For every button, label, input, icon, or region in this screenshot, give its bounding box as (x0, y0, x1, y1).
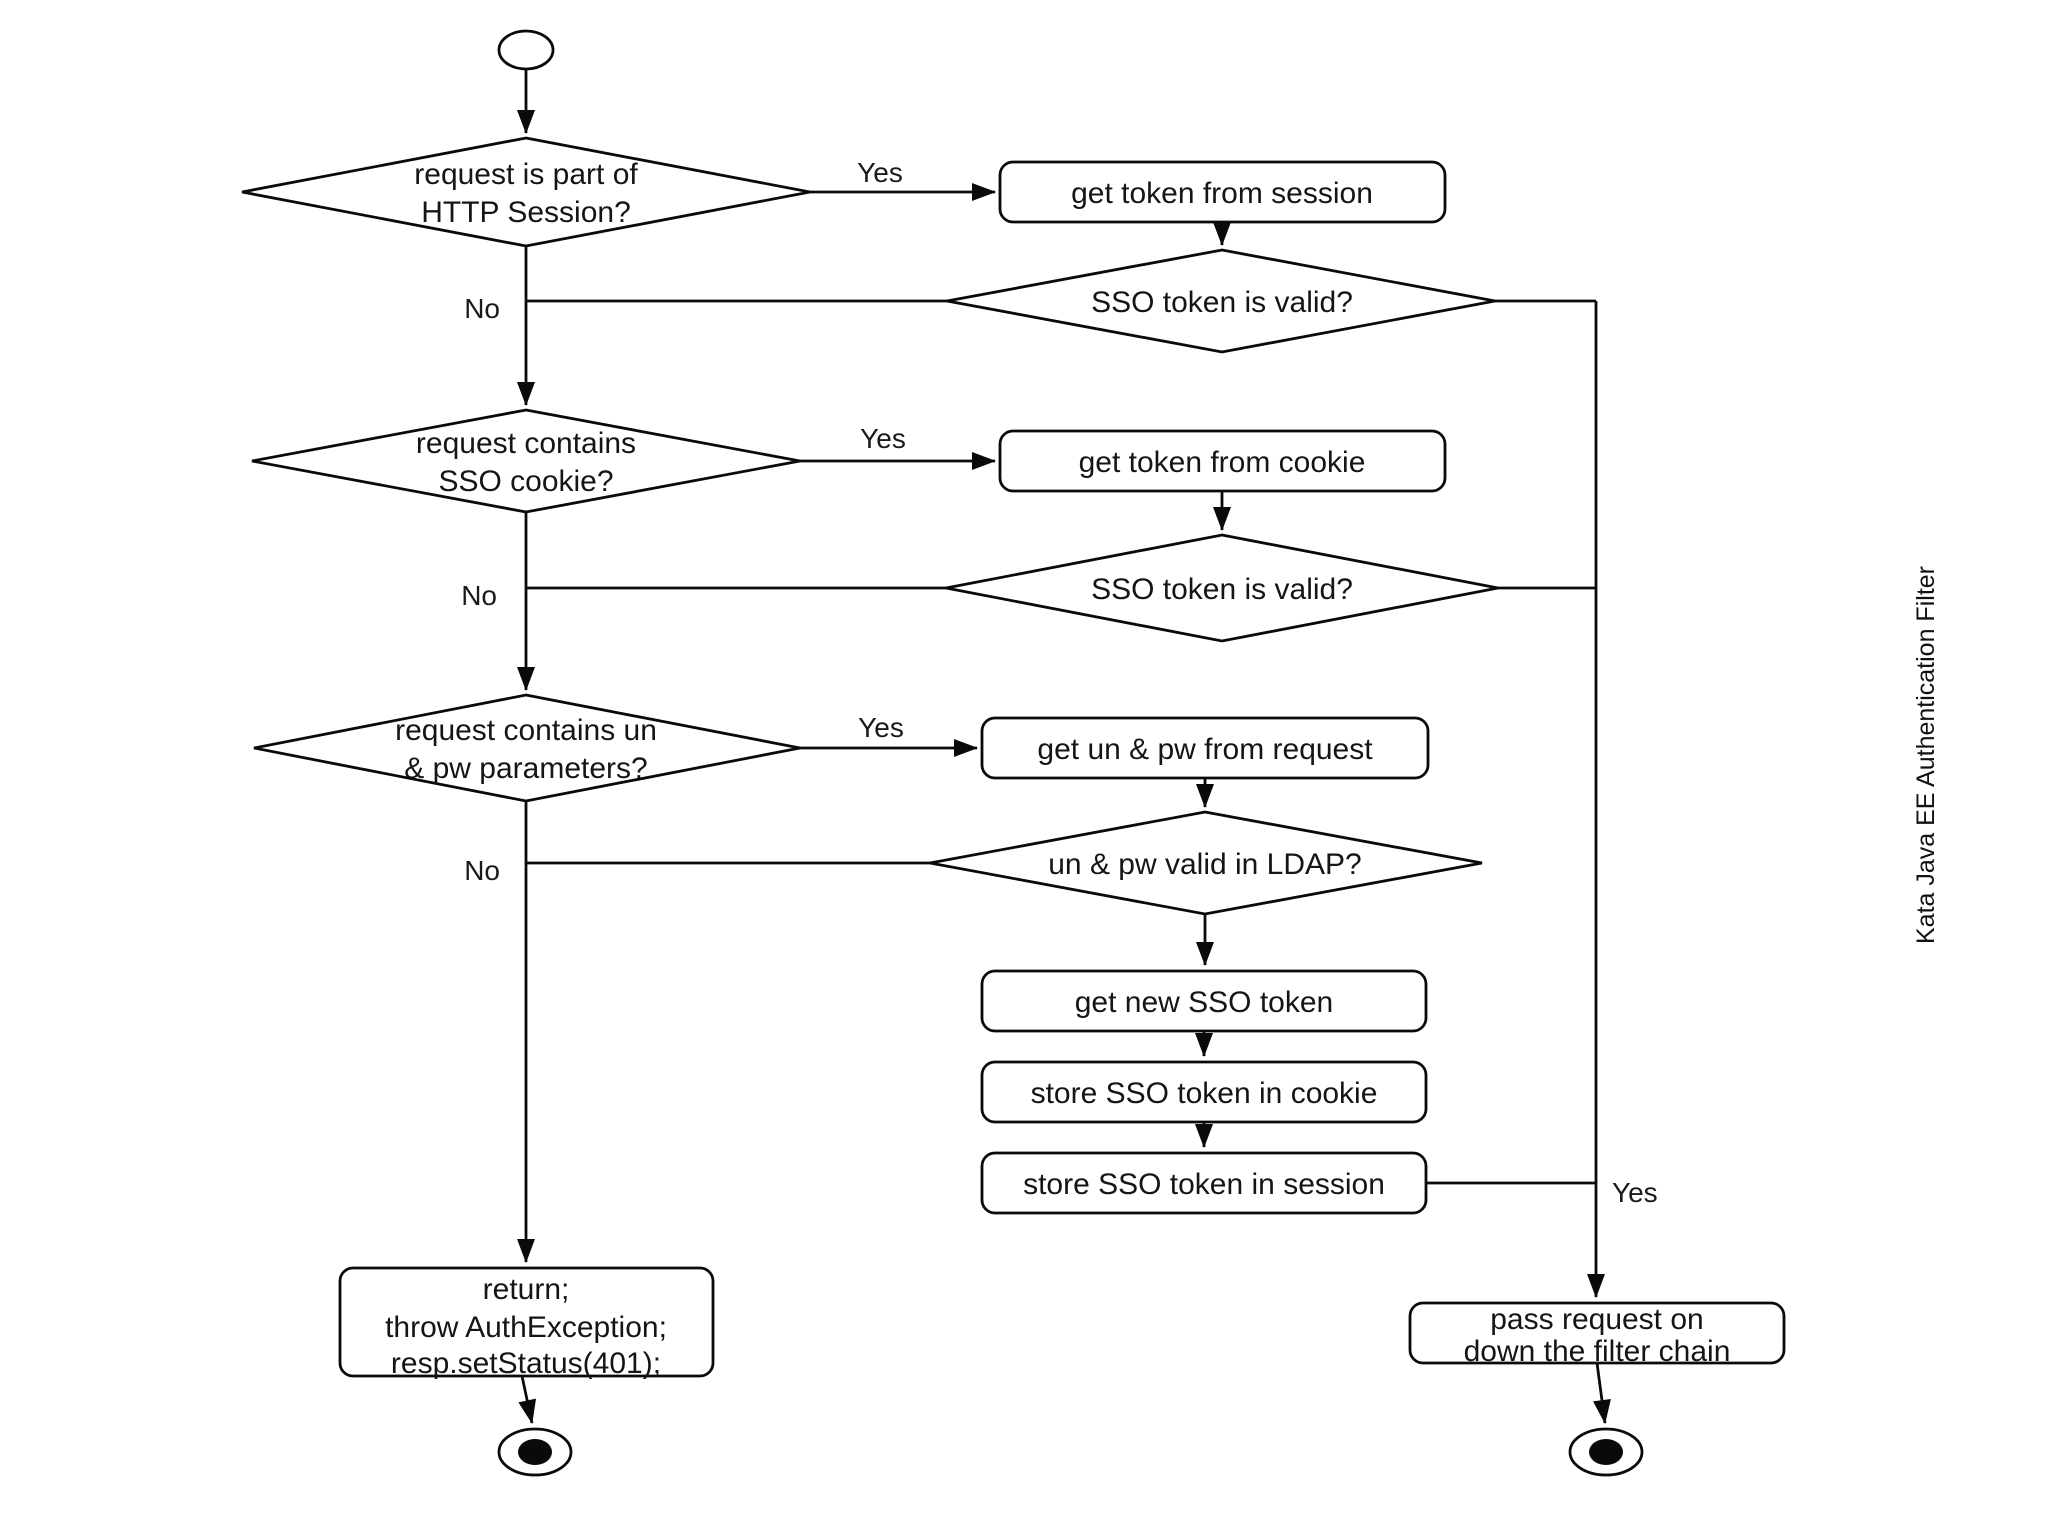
decision-sso-cookie (251, 408, 801, 514)
label-yes-un-pw: Yes (858, 712, 904, 743)
edges (517, 69, 1611, 1424)
action-get-token-cookie (998, 429, 1447, 493)
decision-http-session (241, 136, 811, 248)
end-node-reject-dot (518, 1439, 552, 1465)
action-get-token-cookie-label: get token from cookie (1079, 446, 1366, 479)
decision-sso-cookie-line1: request contains (416, 427, 636, 460)
action-pass-request-line1: pass request on (1490, 1303, 1703, 1336)
end-node-pass (1568, 1427, 1644, 1477)
action-get-new-token (980, 969, 1428, 1033)
edge-reject-to-end (518, 1375, 537, 1424)
decision-sso-valid-session-label: SSO token is valid? (1091, 286, 1353, 319)
label-yes-trunk: Yes (1612, 1177, 1658, 1208)
nodes: request is part of HTTP Session? get tok… (241, 29, 1786, 1477)
label-yes-sso-cookie: Yes (860, 423, 906, 454)
decision-sso-valid-session (946, 248, 1496, 354)
action-store-cookie-label: store SSO token in cookie (1031, 1077, 1378, 1110)
decision-http-session-line2: HTTP Session? (421, 196, 631, 229)
action-pass-request-line2: down the filter chain (1464, 1335, 1731, 1368)
decision-sso-valid-cookie (945, 533, 1499, 643)
decision-http-session-line1: request is part of (414, 158, 638, 191)
decision-sso-valid-cookie-label: SSO token is valid? (1091, 573, 1353, 606)
label-no-un-pw: No (464, 855, 500, 886)
action-reject-line2: throw AuthException; (385, 1311, 667, 1344)
action-get-new-token-label: get new SSO token (1075, 986, 1334, 1019)
diagram-title: Kata Java EE Authentication Filter (1912, 566, 1940, 944)
action-reject-line3: resp.setStatus(401); (391, 1347, 661, 1380)
decision-sso-cookie-line2: SSO cookie? (438, 465, 613, 498)
action-store-session-label: store SSO token in session (1023, 1168, 1385, 1201)
edge-pass-to-end (1593, 1362, 1611, 1424)
action-get-token-session (998, 160, 1447, 224)
decision-ldap (929, 810, 1483, 916)
action-pass-request (1408, 1301, 1786, 1365)
edge-labels: Yes No Yes No Yes No Yes (461, 157, 1657, 1208)
action-get-un-pw-label: get un & pw from request (1037, 733, 1373, 766)
action-store-session (980, 1151, 1428, 1215)
action-reject-request (338, 1266, 715, 1378)
decision-un-pw-params (253, 693, 801, 803)
start-node (497, 29, 555, 71)
end-node-pass-dot (1589, 1439, 1623, 1465)
decision-un-pw-params-line1: request contains un (395, 714, 657, 747)
decision-ldap-label: un & pw valid in LDAP? (1048, 848, 1362, 881)
action-store-cookie (980, 1060, 1428, 1124)
label-no-http-session: No (464, 293, 500, 324)
action-get-token-session-label: get token from session (1071, 177, 1373, 210)
action-reject-line1: return; (483, 1273, 570, 1306)
label-no-sso-cookie: No (461, 580, 497, 611)
end-node-reject (497, 1427, 573, 1477)
decision-un-pw-params-line2: & pw parameters? (404, 752, 647, 785)
label-yes-http-session: Yes (857, 157, 903, 188)
action-get-un-pw (980, 716, 1430, 780)
